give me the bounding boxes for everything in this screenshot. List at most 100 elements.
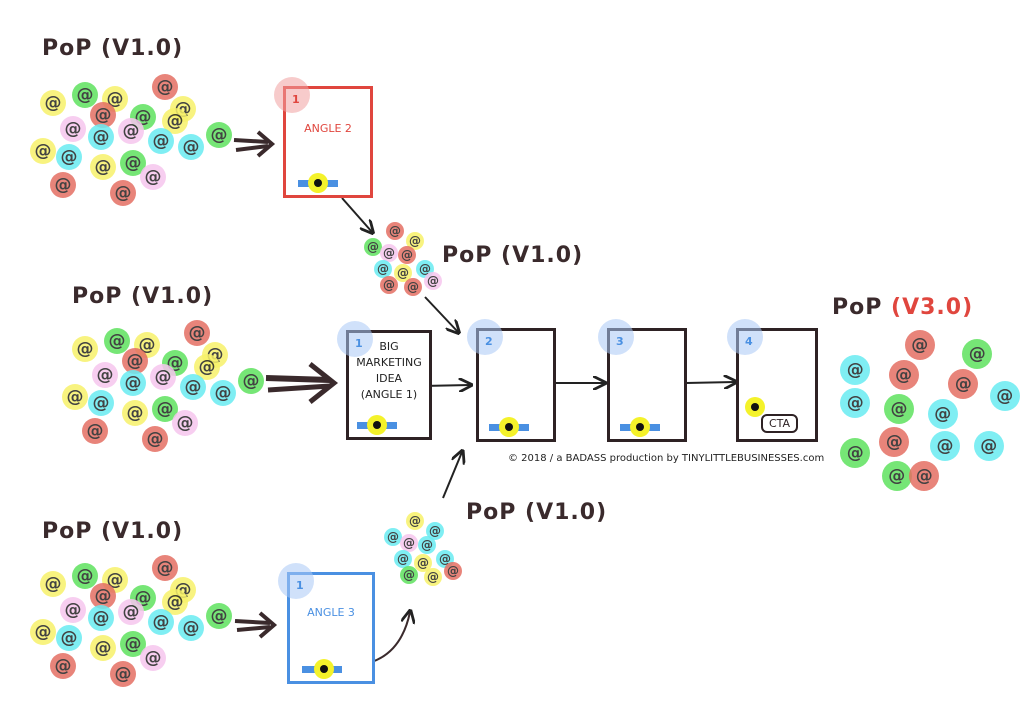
at-icon: @ xyxy=(206,603,232,629)
at-icon: @ xyxy=(178,615,204,641)
pop-label-mid-upper: PoP (V1.0) xyxy=(442,243,584,268)
pop-label-result: PoP (V3.0) xyxy=(832,295,973,320)
at-icon: @ xyxy=(72,336,98,362)
at-icon: @ xyxy=(404,278,422,296)
arrow-step3-to-step4 xyxy=(685,382,735,383)
arrow-middle-to-bigidea xyxy=(265,362,339,404)
at-icon: @ xyxy=(60,116,86,142)
number-blob xyxy=(274,77,310,113)
at-icon: @ xyxy=(72,82,98,108)
at-icon: @ xyxy=(879,426,910,457)
pop-label-bottom: PoP (V1.0) xyxy=(42,519,184,544)
at-icon: @ xyxy=(172,410,198,436)
at-icon: @ xyxy=(90,154,116,180)
at-icon: @ xyxy=(92,362,118,388)
at-icon: @ xyxy=(374,260,392,278)
at-icon: @ xyxy=(444,562,462,580)
card-title: ANGLE 3 xyxy=(307,606,355,619)
at-icon: @ xyxy=(394,264,412,282)
at-icon: @ xyxy=(989,380,1020,411)
card-big-marketing-idea: 1 BIG MARKETING IDEA (ANGLE 1) xyxy=(337,321,432,440)
at-icon: @ xyxy=(380,276,398,294)
card-number: 1 xyxy=(292,93,300,106)
card-number: 3 xyxy=(616,335,624,348)
card-number: 1 xyxy=(296,579,304,592)
at-icon: @ xyxy=(840,387,871,418)
at-icon: @ xyxy=(400,566,418,584)
copyright-credit: © 2018 / a BADASS production by TINYLITT… xyxy=(508,453,825,464)
at-icon: @ xyxy=(364,238,382,256)
card-number: 1 xyxy=(355,337,363,350)
at-icon: @ xyxy=(152,555,178,581)
at-icon: @ xyxy=(888,359,919,390)
card-title-line: IDEA xyxy=(375,372,403,385)
pop-label-result-version: (V3.0) xyxy=(891,295,974,320)
at-icon: @ xyxy=(140,164,166,190)
at-icon: @ xyxy=(973,431,1004,462)
at-icon: @ xyxy=(909,461,940,492)
at-icon: @ xyxy=(930,431,960,462)
at-icon: @ xyxy=(184,320,210,346)
at-icon: @ xyxy=(118,118,144,144)
at-icon: @ xyxy=(30,619,56,645)
card-step-4: 4 CTA xyxy=(727,319,818,442)
card-number: 4 xyxy=(745,335,753,348)
at-icon: @ xyxy=(150,364,176,390)
at-icon: @ xyxy=(840,438,871,469)
at-icon: @ xyxy=(424,568,442,586)
at-icon: @ xyxy=(904,330,935,360)
at-icon: @ xyxy=(418,536,436,554)
at-icon: @ xyxy=(962,339,993,370)
at-icon: @ xyxy=(840,355,871,386)
at-icon: @ xyxy=(927,399,958,429)
at-icon: @ xyxy=(88,124,114,150)
spark-icon xyxy=(630,417,650,437)
at-icon: @ xyxy=(398,246,416,264)
at-icon: @ xyxy=(140,645,166,671)
number-blob xyxy=(278,563,314,599)
at-icon: @ xyxy=(162,589,188,615)
at-icon: @ xyxy=(50,653,76,679)
spark-icon xyxy=(745,397,765,417)
at-icon: @ xyxy=(90,583,116,609)
number-blob xyxy=(598,319,634,355)
spark-icon xyxy=(308,173,328,193)
at-icon: @ xyxy=(110,180,136,206)
arrow-lowercluster-to-step2 xyxy=(442,452,462,499)
card-step-3: 3 xyxy=(598,319,687,442)
arrow-bottom-to-angle3 xyxy=(234,611,278,639)
at-icon: @ xyxy=(72,563,98,589)
at-icon: @ xyxy=(406,512,424,530)
at-icon: @ xyxy=(148,609,174,635)
card-number: 2 xyxy=(485,335,493,348)
at-icon: @ xyxy=(56,144,82,170)
at-icon: @ xyxy=(30,138,56,164)
at-icon: @ xyxy=(120,150,146,176)
pop-label-top: PoP (V1.0) xyxy=(42,36,184,61)
at-icon: @ xyxy=(386,222,404,240)
at-icon: @ xyxy=(110,661,136,687)
at-icon: @ xyxy=(380,244,398,262)
at-icon: @ xyxy=(60,597,86,623)
card-angle-2: 1 ANGLE 2 xyxy=(274,77,373,198)
cta-button[interactable]: CTA xyxy=(761,414,799,433)
at-icon: @ xyxy=(884,394,914,425)
at-icon: @ xyxy=(40,90,66,116)
at-icon: @ xyxy=(414,554,432,572)
at-icon: @ xyxy=(90,102,116,128)
at-icon: @ xyxy=(881,461,912,492)
at-icon: @ xyxy=(62,384,88,410)
at-icon: @ xyxy=(406,232,424,250)
pop-label-mid-lower: PoP (V1.0) xyxy=(466,500,608,525)
at-icon: @ xyxy=(210,380,236,406)
arrow-angle2-to-cluster xyxy=(341,197,372,232)
number-blob xyxy=(467,319,503,355)
pop-label-result-prefix: PoP xyxy=(832,295,883,320)
at-icon: @ xyxy=(82,418,108,444)
at-icon: @ xyxy=(394,550,412,568)
at-icon: @ xyxy=(426,522,444,540)
at-icon: @ xyxy=(120,370,146,396)
at-icon: @ xyxy=(104,328,130,354)
spark-icon xyxy=(314,659,334,679)
